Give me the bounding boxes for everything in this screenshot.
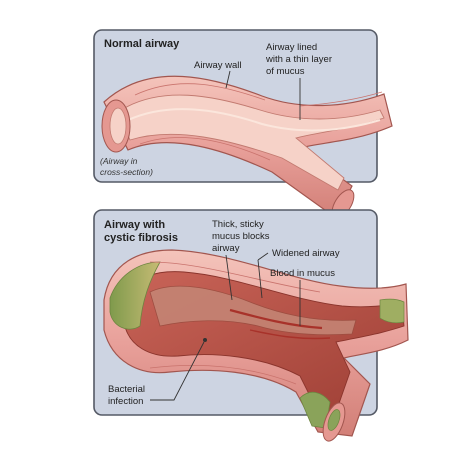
normal-panel-title: Normal airway xyxy=(104,38,180,50)
label-bacterial-infection-line1: Bacterial xyxy=(108,384,145,395)
cross-section-note-line2: cross-section) xyxy=(100,167,153,177)
cf-panel-title-line2: cystic fibrosis xyxy=(104,232,178,244)
normal-airway-panel: Normal airway Airway wall Airway lined w… xyxy=(94,30,392,222)
infection-pointer-dot xyxy=(203,338,207,342)
label-mucus-line1: Airway lined xyxy=(266,42,317,53)
label-thick-mucus-line2: mucus blocks xyxy=(212,231,270,242)
cf-panel-title-line1: Airway with xyxy=(104,219,165,231)
cross-section-note-line1: (Airway in xyxy=(100,156,138,166)
label-mucus-line3: of mucus xyxy=(266,66,305,77)
cf-airway-panel: Airway with cystic fibrosis Thick, stick… xyxy=(94,210,408,444)
label-bacterial-infection-line2: infection xyxy=(108,396,143,407)
label-widened-airway: Widened airway xyxy=(272,248,340,259)
label-mucus-line2: with a thin layer xyxy=(265,54,332,65)
label-thick-mucus-line1: Thick, sticky xyxy=(212,219,264,230)
label-thick-mucus-line3: airway xyxy=(212,243,240,254)
label-airway-wall: Airway wall xyxy=(194,60,242,71)
label-blood-in-mucus: Blood in mucus xyxy=(270,268,335,279)
